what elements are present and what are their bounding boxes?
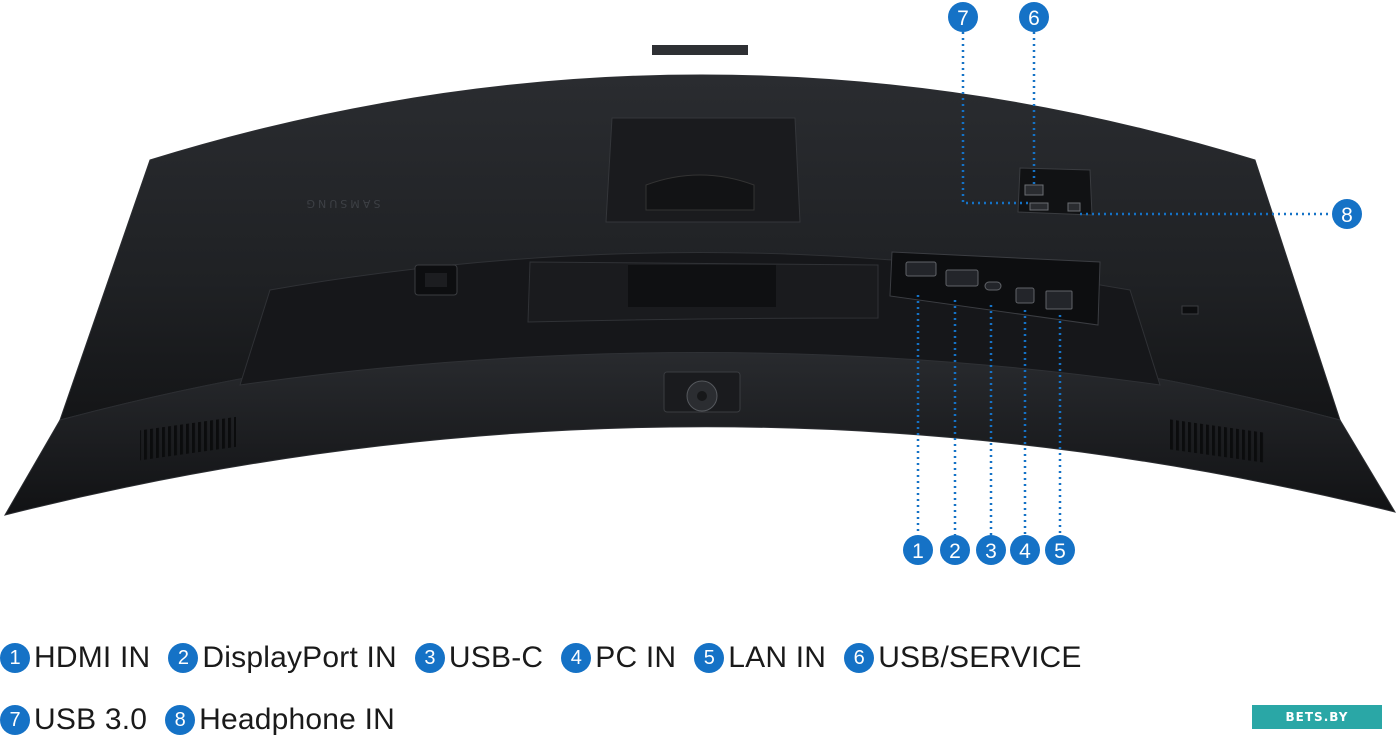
legend-item-lan-in: 5 LAN IN <box>694 641 826 675</box>
port-legend: 1 HDMI IN 2 DisplayPort IN 3 USB-C 4 PC … <box>0 615 1240 739</box>
power-connector-pins <box>425 273 447 287</box>
callout-number-7: 7 <box>957 7 969 30</box>
legend-label: USB/SERVICE <box>878 641 1082 674</box>
legend-label: DisplayPort IN <box>202 641 397 674</box>
legend-number: 2 <box>168 643 199 673</box>
callout-number-2: 2 <box>949 540 961 563</box>
legend-number: 5 <box>694 643 725 673</box>
callout-marker-2: 2 <box>940 535 970 565</box>
brand-logo: SAMSUNG <box>304 197 381 210</box>
stand-mount-inner <box>645 174 755 211</box>
callout-marker-1: 1 <box>903 535 933 565</box>
headphone-port <box>1067 202 1081 212</box>
legend-number: 7 <box>0 705 30 735</box>
legend-item-displayport: 2 DisplayPort IN <box>168 641 397 675</box>
legend-number: 8 <box>165 705 196 735</box>
callout-marker-8: 8 <box>1332 199 1362 229</box>
legend-label: USB-C <box>448 641 544 674</box>
right-vent <box>1168 419 1264 463</box>
callout-number-3: 3 <box>985 540 997 563</box>
usb-3-port <box>1029 202 1049 211</box>
top-tab <box>652 45 748 55</box>
legend-row-2: 7 USB 3.0 8 Headphone IN <box>0 695 413 745</box>
callout-lines <box>916 32 1330 535</box>
usb-b-port <box>1015 287 1035 304</box>
callout-number-5: 5 <box>1054 540 1066 563</box>
control-joystick-center <box>697 391 707 401</box>
legend-label: LAN IN <box>728 641 827 674</box>
legend-label: PC IN <box>595 641 677 674</box>
callout-marker-3: 3 <box>976 535 1006 565</box>
legend-item-pc-in: 4 PC IN <box>561 641 676 675</box>
kensington-slot <box>1181 305 1199 315</box>
callout-marker-5: 5 <box>1045 535 1075 565</box>
legend-item-hdmi: 1 HDMI IN <box>0 641 150 675</box>
legend-item-headphone: 8 Headphone IN <box>165 703 395 737</box>
callout-number-8: 8 <box>1341 204 1353 227</box>
legend-number: 3 <box>414 643 445 673</box>
legend-number: 4 <box>561 643 592 673</box>
legend-item-usb-3: 7 USB 3.0 <box>0 703 147 737</box>
label-area <box>628 265 776 307</box>
watermark: BETS.BY <box>1252 705 1382 729</box>
callout-number-6: 6 <box>1028 7 1040 30</box>
legend-label: USB 3.0 <box>34 703 148 736</box>
legend-item-usb-service: 6 USB/SERVICE <box>844 641 1081 675</box>
callout-marker-7: 7 <box>948 2 978 32</box>
legend-label: Headphone IN <box>199 703 396 736</box>
legend-number: 6 <box>844 643 875 673</box>
callout-number-4: 4 <box>1019 540 1031 563</box>
usb-service-port <box>1024 184 1044 196</box>
left-vent <box>140 416 236 461</box>
callout-number-1: 1 <box>912 540 924 563</box>
legend-row-1: 1 HDMI IN 2 DisplayPort IN 3 USB-C 4 PC … <box>0 633 1100 683</box>
legend-label: HDMI IN <box>34 641 151 674</box>
lan-port <box>1045 290 1073 310</box>
hdmi-port <box>905 261 937 277</box>
legend-number: 1 <box>0 643 30 673</box>
legend-item-usb-c: 3 USB-C <box>414 641 544 675</box>
usb-c-port <box>984 281 1002 291</box>
displayport-port <box>945 269 979 287</box>
callout-marker-4: 4 <box>1010 535 1040 565</box>
callout-marker-6: 6 <box>1019 2 1049 32</box>
